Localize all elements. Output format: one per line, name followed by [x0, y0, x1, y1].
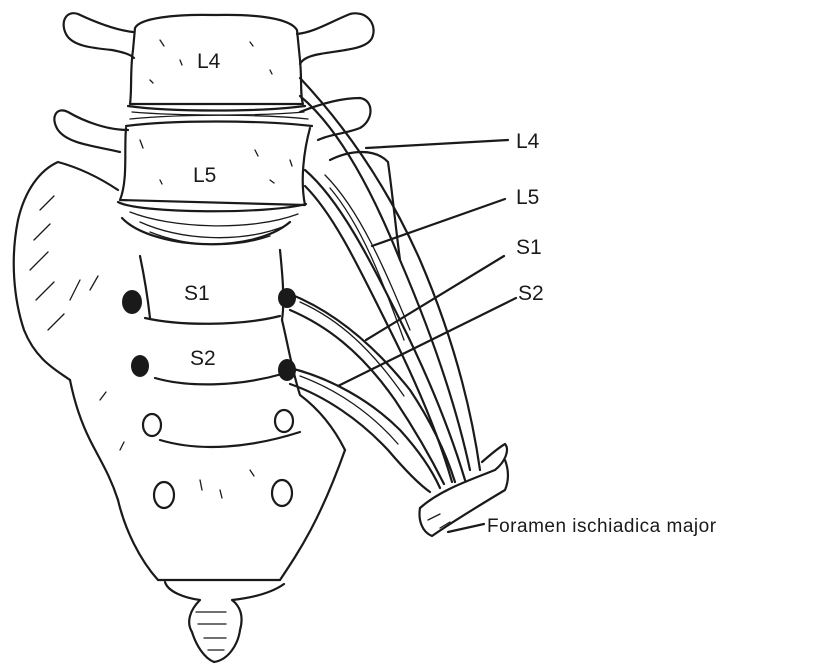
nerve-label-l5: L5 — [516, 186, 539, 209]
vertebra-label-s1: S1 — [184, 282, 210, 305]
vertebra-label-s2: S2 — [190, 347, 216, 370]
nerve-label-s2: S2 — [518, 282, 544, 305]
sacrum — [14, 162, 345, 662]
disc-l5-s1 — [118, 202, 306, 245]
nerve-label-s1: S1 — [516, 236, 542, 259]
foramen-caption: Foramen ischiadica major — [487, 516, 717, 537]
vertebra-label-l4: L4 — [197, 50, 221, 73]
leader-line-l4 — [366, 140, 508, 148]
nerve-label-l4: L4 — [516, 130, 540, 153]
leader-line-s1 — [366, 256, 504, 340]
leader-line-foramen — [448, 524, 484, 532]
vertebra-label-l5: L5 — [193, 164, 216, 187]
disc-l4-l5 — [126, 106, 312, 126]
